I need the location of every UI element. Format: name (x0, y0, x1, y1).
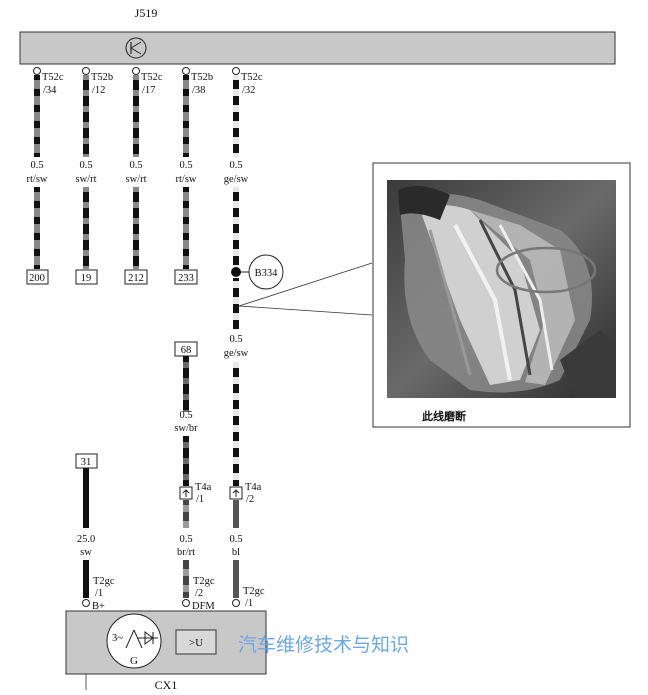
wire-2-size: 0.5 (79, 160, 92, 171)
wire-bl-pin: T2gc (243, 586, 265, 597)
wire-31-signal: B+ (92, 601, 105, 612)
wire-31-pin: T2gc (93, 576, 115, 587)
connector-t4a-2: T4a /2 (229, 482, 262, 505)
wire-1-target: 200 (29, 273, 45, 284)
wire-bl-color: bl (232, 547, 240, 558)
module-j519 (19, 31, 616, 65)
wire-5: T52c /32 0.5 ge/sw (224, 67, 263, 267)
wire-68-size-top: 0.5 (179, 410, 192, 421)
wire-4: T52b /38 0.5 rt/sw 233 (174, 67, 213, 285)
generator-label: G (130, 655, 138, 667)
wire-1: T52c /34 0.5 rt/sw 200 (26, 67, 64, 285)
connector-t4a-1-pin: T4a (195, 482, 212, 493)
wire-31-size: 25.0 (77, 534, 95, 545)
wire-4-pin-num: /38 (192, 85, 205, 96)
wire-4-target: 233 (178, 273, 194, 284)
damage-photo-panel: 此线磨断 (372, 162, 631, 428)
generator-phase-label: 3~ (112, 633, 123, 644)
damage-highlight-ellipse (495, 246, 597, 294)
wire-2-color: sw/rt (76, 174, 97, 185)
wire-5-pin: T52c (241, 72, 263, 83)
regulator-label: >U (189, 637, 203, 649)
wire-68-color-top: sw/br (174, 423, 198, 434)
wire-dfm: 0.5 br/rt T2gc /2 DFM (177, 500, 215, 612)
watermark-text: 汽车维修技术与知识 (238, 634, 409, 656)
wire-4-size: 0.5 (179, 160, 192, 171)
wire-dfm-color: br/rt (177, 547, 195, 558)
splice-b334-label: B334 (255, 268, 279, 279)
wire-1-color: rt/sw (27, 174, 48, 185)
wire-68: 68 0.5 sw/br (174, 341, 198, 486)
photo-caption: 此线磨断 (422, 409, 466, 423)
wire-4-color: rt/sw (176, 174, 197, 185)
damaged-wire-photo (387, 180, 616, 398)
wire-3-size: 0.5 (129, 160, 142, 171)
wire-5-pin-num: /32 (242, 85, 255, 96)
wire-31-pin-num: /1 (95, 588, 103, 599)
wire-3-pin: T52c (141, 72, 163, 83)
wire-3: T52c /17 0.5 sw/rt 212 (124, 67, 163, 285)
wire-1-pin: T52c (42, 72, 64, 83)
callout-line-bottom (238, 305, 373, 316)
connector-t4a-2-pin: T4a (245, 482, 262, 493)
connector-t4a-1: T4a /1 (179, 482, 212, 505)
splice-b334: B334 0.5 ge/sw (224, 254, 284, 486)
wire-3-color: sw/rt (126, 174, 147, 185)
wire-dfm-signal: DFM (192, 601, 215, 612)
module-cx1 (65, 610, 267, 675)
wire-dfm-size: 0.5 (179, 534, 192, 545)
wire-bl-pin-num: /1 (245, 598, 253, 609)
wire-31-source: 31 (81, 457, 92, 468)
generator-icon: 3~ G (106, 613, 162, 669)
regulator-box: >U (175, 629, 217, 655)
wire-bl: 0.5 bl T2gc /1 (229, 500, 265, 609)
wire-1-pin-num: /34 (43, 85, 57, 96)
splice-size: 0.5 (229, 334, 242, 345)
wire-2-target: 19 (81, 273, 92, 284)
wire-68-source: 68 (181, 345, 192, 356)
module-cx1-label: CX1 (155, 678, 178, 692)
wire-31: 31 25.0 sw T2gc /1 B+ (75, 453, 115, 612)
splice-color: ge/sw (224, 348, 249, 359)
wire-31-color: sw (80, 547, 92, 558)
wire-3-pin-num: /17 (142, 85, 155, 96)
connector-t4a-2-pin-num: /2 (246, 494, 254, 505)
wire-dfm-pin: T2gc (193, 576, 215, 587)
wire-dfm-pin-num: /2 (195, 588, 203, 599)
wire-5-color: ge/sw (224, 174, 249, 185)
wire-2: T52b /12 0.5 sw/rt 19 (75, 67, 113, 285)
wire-bl-size: 0.5 (229, 534, 242, 545)
wire-2-pin-num: /12 (92, 85, 105, 96)
wire-3-target: 212 (128, 273, 144, 284)
module-j519-label: J519 (135, 6, 158, 20)
callout-line-top (238, 262, 373, 307)
wire-5-size: 0.5 (229, 160, 242, 171)
transistor-icon (125, 37, 147, 59)
wire-1-size: 0.5 (30, 160, 43, 171)
wire-2-pin: T52b (91, 72, 113, 83)
connector-t4a-1-pin-num: /1 (196, 494, 204, 505)
wire-4-pin: T52b (191, 72, 213, 83)
